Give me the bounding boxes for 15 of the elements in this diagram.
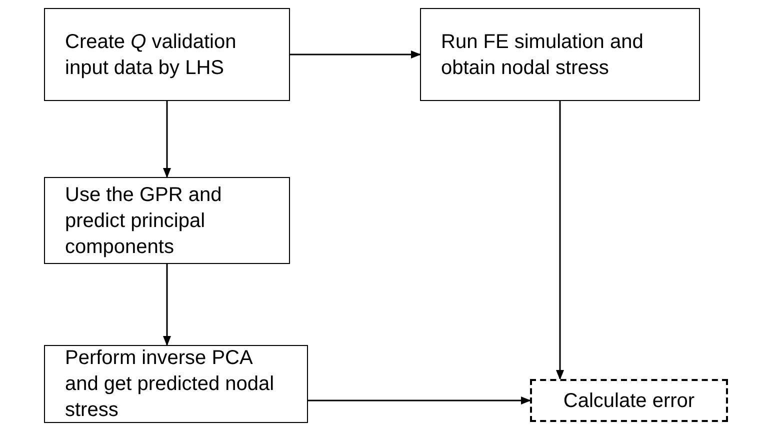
- box-label: Calculate error: [563, 388, 695, 414]
- arrow: [163, 101, 171, 178]
- arrow: [556, 101, 564, 380]
- box-label: Perform inverse PCA and get predicted nodal stress: [65, 346, 276, 423]
- arrow: [308, 396, 531, 404]
- arrow: [163, 264, 171, 346]
- process-box: [44, 8, 290, 101]
- process-box: [420, 8, 700, 101]
- box-label: Run FE simulation and obtain nodal stress: [441, 30, 644, 80]
- arrow: [290, 50, 421, 58]
- box-label: Use the GPR and predict principal components: [65, 182, 223, 260]
- process-box: [44, 177, 290, 264]
- dashed-process-box: [530, 379, 728, 422]
- process-box: [44, 345, 308, 423]
- box-label: Create Q validation input data by LHS: [65, 30, 238, 80]
